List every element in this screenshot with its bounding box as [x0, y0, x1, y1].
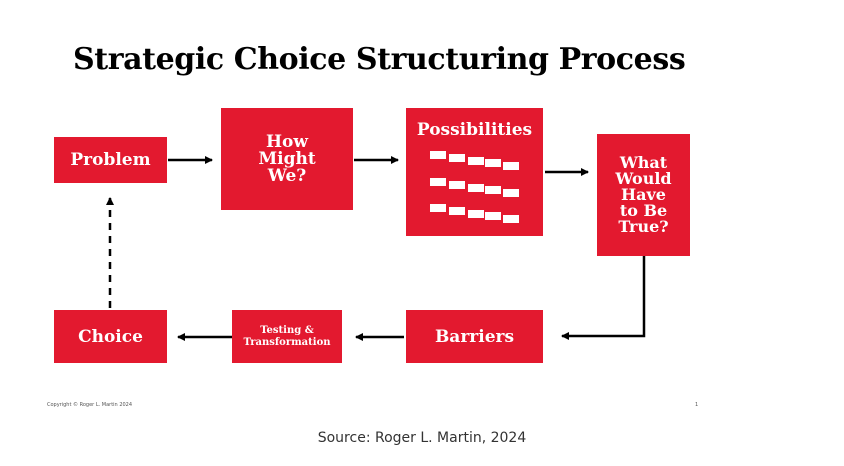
wwhtbt-line-3: Have	[621, 185, 666, 204]
hmw-line-3: We?	[267, 165, 307, 186]
possibility-chip	[485, 159, 501, 167]
possibility-chips	[406, 108, 543, 236]
possibilities-box: Possibilities	[406, 108, 543, 236]
testing-line-1: Testing &	[260, 325, 314, 336]
wwhtbt-line-4: to Be	[619, 201, 668, 220]
problem-label: Problem	[70, 150, 151, 170]
possibility-chip	[485, 212, 501, 220]
possibility-chip	[468, 184, 484, 192]
testing-line-2: Transformation	[243, 336, 331, 348]
testing-transformation-box: Testing & Transformation	[232, 310, 342, 363]
possibility-chip	[430, 151, 446, 159]
possibility-chip	[468, 157, 484, 165]
wwhtbt-line-1: What	[619, 153, 668, 172]
possibility-chip	[430, 204, 446, 212]
page-number: 1	[695, 402, 699, 408]
arrow-wwhtbt-to-barriers	[561, 256, 646, 340]
possibilities-label: Possibilities	[416, 120, 533, 140]
possibility-chip	[430, 178, 446, 186]
how-might-we-box: How Might We?	[221, 108, 353, 210]
problem-box: Problem	[54, 137, 167, 183]
choice-box: Choice	[54, 310, 167, 363]
page-title: Strategic Choice Structuring Process	[73, 42, 686, 77]
wwhtbt-line-5: True?	[618, 217, 669, 236]
what-would-have-to-be-true-box: What Would Have to Be True?	[597, 134, 690, 256]
barriers-label: Barriers	[434, 326, 515, 347]
hmw-line-2: Might	[258, 148, 316, 169]
possibility-chip	[503, 215, 519, 223]
possibility-chip	[449, 154, 465, 162]
source-caption: Source: Roger L. Martin, 2024	[317, 430, 527, 446]
choice-label: Choice	[78, 326, 143, 347]
possibility-chip	[449, 181, 465, 189]
hmw-line-1: How	[265, 131, 309, 152]
possibility-chip	[468, 210, 484, 218]
possibility-chip	[485, 186, 501, 194]
possibility-chip	[503, 189, 519, 197]
wwhtbt-line-2: Would	[615, 169, 672, 188]
copyright-text: Copyright © Roger L. Martin 2024	[47, 402, 133, 408]
possibility-chip	[503, 162, 519, 170]
barriers-box: Barriers	[406, 310, 543, 363]
possibility-chip	[449, 207, 465, 215]
